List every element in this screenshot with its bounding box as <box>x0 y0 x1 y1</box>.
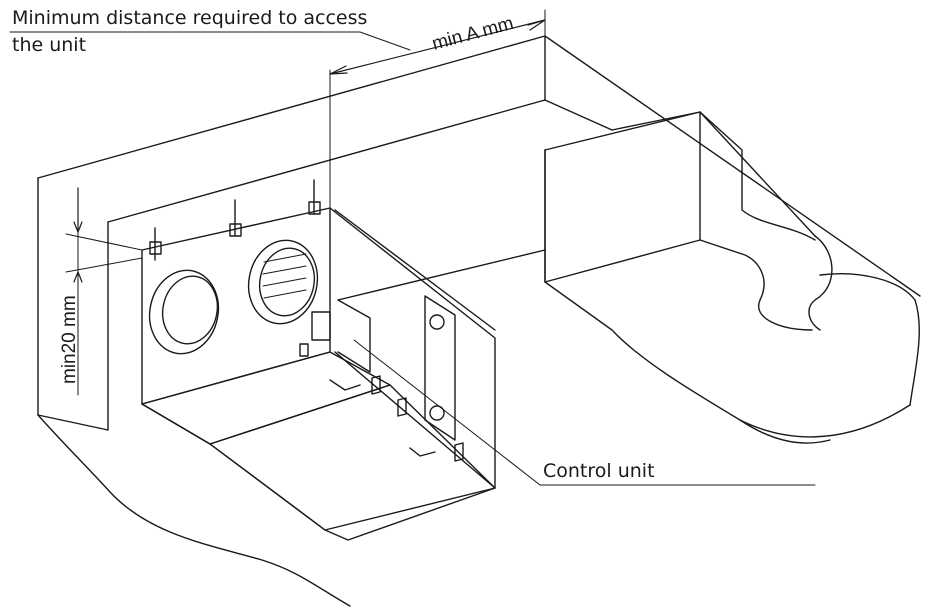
leader-lines <box>9 31 816 486</box>
beam-block <box>544 111 920 444</box>
ventilation-unit <box>141 207 496 541</box>
duct-connections <box>148 239 319 355</box>
min-a-dimension-label: min A mm <box>430 13 516 55</box>
ceiling-structure <box>37 35 921 607</box>
dimension-min-a <box>329 9 546 209</box>
min20-dimension-label: min20 mm <box>59 295 80 384</box>
dimension-min20 <box>65 187 143 396</box>
access-distance-label-line1: Minimum distance required to access <box>12 7 367 29</box>
access-distance-label-line2: the unit <box>12 34 86 56</box>
suspension-rods <box>149 179 321 261</box>
control-unit-label: Control unit <box>543 460 655 482</box>
control-components <box>299 311 464 462</box>
